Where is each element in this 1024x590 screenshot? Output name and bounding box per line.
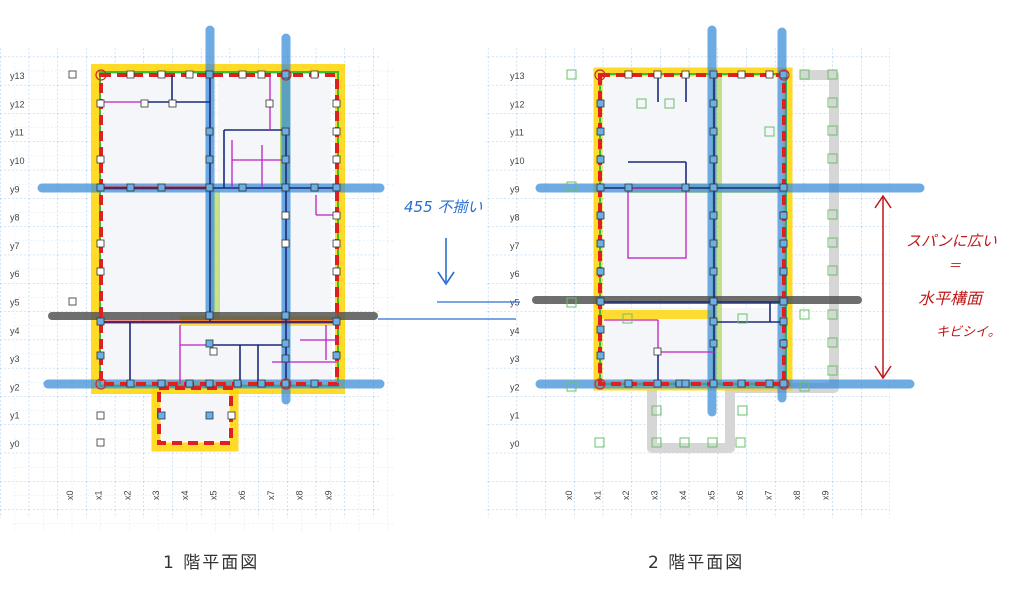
- floor2-x-axis-labels: x0 x1 x2 x3 x4 x5 x6 x7 x8 x9: [564, 490, 831, 500]
- x-axis-label: x3: [151, 490, 161, 500]
- floor2-caption: 2 階平面図: [648, 553, 745, 573]
- y-axis-label: y3: [10, 354, 20, 364]
- floor2-room-fills: [604, 78, 778, 384]
- y-axis-label: y0: [10, 439, 20, 449]
- y-axis-label: y13: [510, 71, 525, 81]
- y-axis-label: y9: [510, 184, 520, 194]
- x-axis-label: x8: [792, 490, 802, 500]
- x-axis-label: x9: [323, 490, 333, 500]
- y-axis-label: y3: [510, 354, 520, 364]
- floor2-nodes: [566, 69, 838, 448]
- x-axis-label: x6: [735, 490, 745, 500]
- x-axis-label: x9: [821, 490, 831, 500]
- y-axis-label: y11: [10, 128, 24, 138]
- floor1-y-axis-labels: y0 y1 y2 y3 y4 y5 y6 y7 y8 y9 y10 y11 y12 y13: [10, 71, 25, 449]
- red-note: スパンに広い ＝ 水平構面 キビシイ。: [906, 232, 1001, 340]
- x-axis-label: x1: [593, 490, 603, 500]
- x-axis-label: x7: [266, 490, 276, 500]
- y-axis-label: y4: [510, 326, 520, 336]
- y-axis-label: y4: [10, 326, 20, 336]
- x-axis-label: x8: [295, 490, 305, 500]
- floor1-room-fills: [104, 78, 332, 442]
- y-axis-label: y10: [10, 156, 25, 166]
- x-axis-label: x1: [94, 490, 104, 500]
- floor2-purple-partitions: [604, 187, 714, 353]
- y-axis-label: y13: [10, 71, 25, 81]
- y-axis-label: y7: [510, 241, 520, 251]
- y-axis-label: y2: [10, 382, 20, 392]
- blue-note-text: 455 不揃い: [404, 198, 482, 216]
- floor1-x-axis-labels: x0 x1 x2 x3 x4 x5 x6 x7 x8 x9: [65, 490, 333, 500]
- y-axis-label: y9: [10, 184, 20, 194]
- y-axis-label: y8: [10, 213, 20, 223]
- x-axis-label: x3: [650, 490, 660, 500]
- y-axis-label: y1: [10, 411, 20, 421]
- x-axis-label: x6: [237, 490, 247, 500]
- x-axis-label: x0: [564, 490, 574, 500]
- y-axis-label: y6: [10, 269, 20, 279]
- x-axis-label: x7: [764, 490, 774, 500]
- y-axis-label: y11: [510, 128, 524, 138]
- red-note-line-2: ＝: [948, 259, 961, 274]
- red-note-line-4: キビシイ。: [936, 325, 1001, 340]
- x-axis-label: x0: [65, 490, 75, 500]
- y-axis-label: y12: [10, 99, 25, 109]
- y-axis-label: y12: [510, 99, 525, 109]
- red-note-line-3: 水平構面: [918, 289, 985, 308]
- floor1-navy-walls: [101, 75, 337, 384]
- blue-down-arrow: [437, 238, 455, 286]
- floor2-outer-walls: [598, 73, 786, 386]
- y-axis-label: y10: [510, 156, 525, 166]
- y-axis-label: y5: [10, 298, 20, 308]
- y-axis-label: y8: [510, 213, 520, 223]
- floor1-caption: 1 階平面図: [163, 553, 260, 573]
- floor1-nodes: [68, 69, 341, 447]
- y-axis-label: y1: [510, 411, 520, 421]
- y-axis-label: y0: [510, 439, 520, 449]
- x-axis-label: x5: [707, 490, 717, 500]
- x-axis-label: x5: [209, 490, 219, 500]
- y-axis-label: y2: [510, 382, 520, 392]
- handwritten-annotations: 455 不揃い スパンに広い ＝ 水平構面 キビシイ。: [378, 194, 1001, 380]
- x-axis-label: x4: [678, 490, 688, 500]
- y-axis-label: y6: [510, 269, 520, 279]
- x-axis-label: x2: [621, 490, 631, 500]
- red-span-arrow: [874, 194, 892, 380]
- red-note-line-1: スパンに広い: [906, 232, 997, 250]
- x-axis-label: x4: [180, 490, 190, 500]
- x-axis-label: x2: [122, 490, 132, 500]
- y-axis-label: y7: [10, 241, 20, 251]
